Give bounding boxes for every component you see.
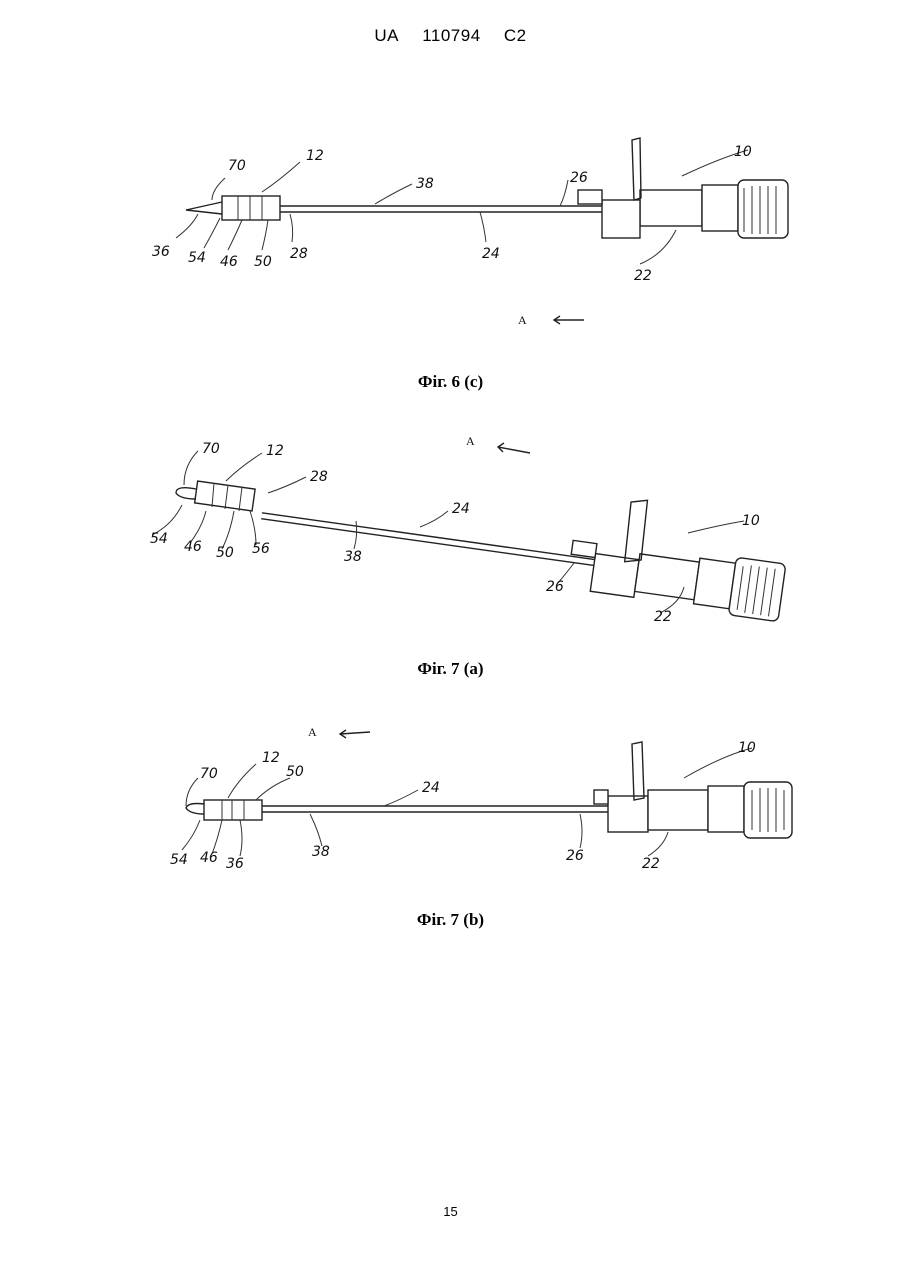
direction-label: A [518, 313, 527, 327]
direction-arrow-icon [554, 316, 584, 324]
hub-block [602, 200, 640, 238]
label-36: 36 [226, 856, 244, 872]
direction-arrow-icon [340, 730, 370, 738]
label-12: 12 [262, 750, 280, 766]
label-26: 26 [546, 579, 564, 595]
wing-flap [632, 742, 644, 800]
page-number: 15 [0, 1204, 901, 1219]
end-cap [738, 180, 788, 238]
label-38: 38 [312, 844, 330, 860]
label-10: 10 [734, 144, 752, 160]
label-24: 24 [422, 780, 440, 796]
hub-block [608, 796, 648, 832]
label-70: 70 [228, 158, 246, 174]
direction-arrow-icon [498, 443, 530, 453]
hub-tab [578, 190, 602, 204]
figure-7a: A 70 12 [0, 425, 901, 685]
label-50: 50 [216, 545, 234, 561]
label-38: 38 [416, 176, 434, 192]
label-22: 22 [642, 856, 660, 872]
figure-caption: Фіг. 7 (a) [0, 659, 901, 679]
figure-7b: A 70 12 50 24 10 54 46 [0, 720, 901, 940]
label-22: 22 [634, 268, 652, 284]
header-country: UA [374, 26, 399, 45]
label-38: 38 [344, 549, 362, 565]
label-70: 70 [202, 441, 220, 457]
figure-7b-drawing: A 70 12 50 24 10 54 46 [0, 720, 901, 940]
direction-label: A [466, 434, 475, 448]
label-10: 10 [742, 513, 760, 529]
label-54: 54 [170, 852, 188, 868]
needle-tip [176, 488, 196, 499]
label-28: 28 [290, 246, 308, 262]
figure-7a-drawing: A 70 12 [0, 425, 901, 685]
figure-6c: 70 12 38 26 10 36 54 46 50 28 24 22 A Фі… [0, 130, 901, 400]
label-54: 54 [150, 531, 168, 547]
label-26: 26 [566, 848, 584, 864]
label-46: 46 [200, 850, 218, 866]
header-number: 110794 [422, 26, 480, 45]
figure-6c-drawing: 70 12 38 26 10 36 54 46 50 28 24 22 A [0, 130, 901, 400]
label-22: 22 [654, 609, 672, 625]
direction-label: A [308, 725, 317, 739]
figure-caption: Фіг. 6 (c) [0, 372, 901, 392]
label-46: 46 [220, 254, 238, 270]
label-12: 12 [266, 443, 284, 459]
figure-caption: Фіг. 7 (b) [0, 910, 901, 930]
header-kind: C2 [504, 26, 527, 45]
label-46: 46 [184, 539, 202, 555]
label-50: 50 [254, 254, 272, 270]
label-54: 54 [188, 250, 206, 266]
needle-tip [186, 804, 204, 815]
label-24: 24 [482, 246, 500, 262]
barrel-collar [702, 185, 738, 231]
needle-tip [186, 202, 222, 214]
label-36: 36 [152, 244, 170, 260]
hub-tab [594, 790, 608, 804]
patent-header: UA 110794 C2 [0, 26, 901, 46]
label-26: 26 [570, 170, 588, 186]
barrel-collar [708, 786, 744, 832]
end-cap [728, 557, 786, 621]
label-70: 70 [200, 766, 218, 782]
label-24: 24 [452, 501, 470, 517]
label-12: 12 [306, 148, 324, 164]
barrel-body [640, 190, 702, 226]
tip-housing [222, 196, 280, 220]
label-56: 56 [252, 541, 270, 557]
label-50: 50 [286, 764, 304, 780]
barrel-body [635, 554, 700, 600]
label-10: 10 [738, 740, 756, 756]
tube-38 [262, 513, 595, 560]
hub-tab [571, 540, 597, 557]
hub-block [590, 554, 639, 598]
barrel-collar [694, 558, 736, 609]
barrel-body [648, 790, 708, 830]
tip-housing [204, 800, 262, 820]
label-28: 28 [310, 469, 328, 485]
